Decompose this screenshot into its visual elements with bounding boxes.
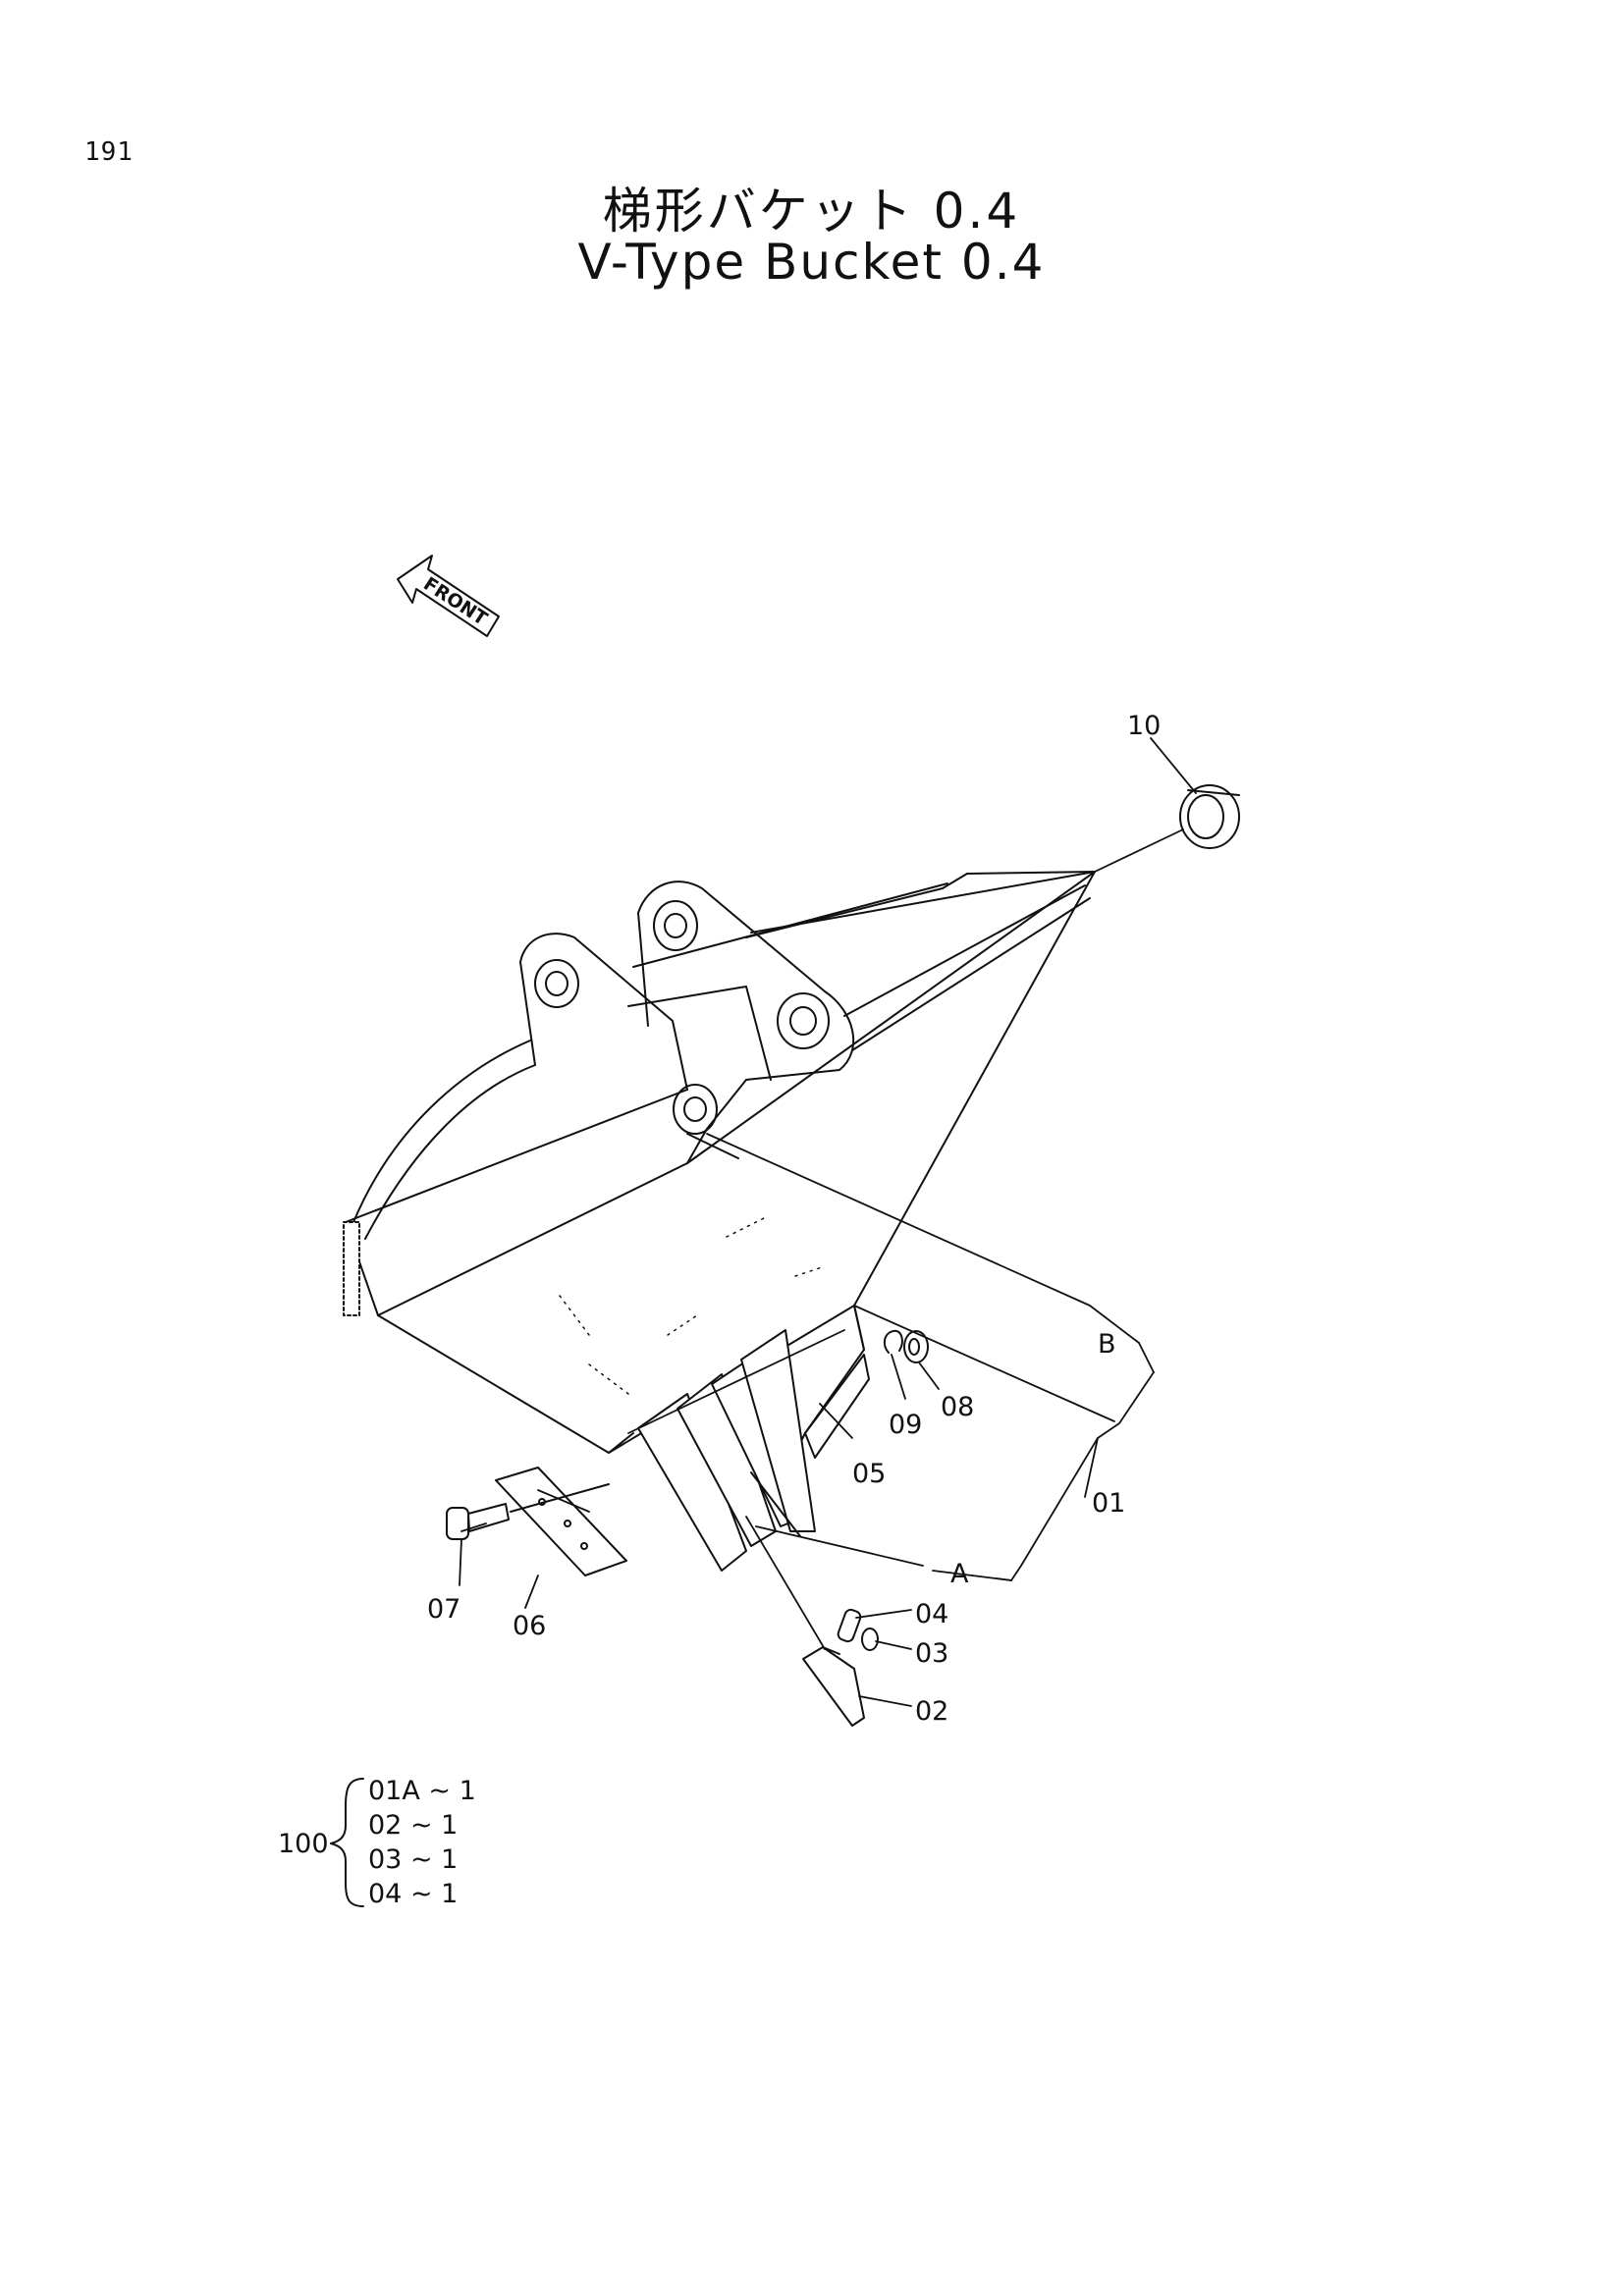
part-04-pin	[837, 1608, 862, 1643]
assembly-line-1: 01A ~ 1	[368, 1776, 476, 1806]
callout-03: 03	[915, 1638, 948, 1669]
assembly-line-4: 04 ~ 1	[368, 1879, 458, 1909]
part-10-bushing	[1179, 784, 1240, 849]
callout-01: 01	[1092, 1488, 1125, 1519]
assembly-line-3: 03 ~ 1	[368, 1844, 458, 1875]
page-number: 191	[84, 137, 134, 167]
part-02-tooth-point	[802, 1646, 865, 1727]
callout-09: 09	[889, 1410, 922, 1440]
part-07-bolt	[446, 1503, 510, 1540]
callout-08: 08	[941, 1392, 974, 1422]
callout-10: 10	[1127, 711, 1161, 741]
callout-07: 07	[427, 1594, 460, 1625]
page-title-japanese: 梯形バケット 0.4	[602, 183, 1021, 240]
callout-04: 04	[915, 1599, 948, 1629]
part-08-nut	[903, 1330, 929, 1363]
part-09-snap-ring	[883, 1329, 903, 1354]
bucket-body	[343, 871, 1096, 1473]
callout-02: 02	[915, 1696, 948, 1727]
callout-a: A	[950, 1559, 969, 1589]
bucket-bracket	[519, 881, 1091, 1164]
part-03-lock	[861, 1628, 879, 1651]
callout-b: B	[1098, 1329, 1116, 1360]
front-arrow-icon: FRONT	[397, 555, 500, 637]
callout-05: 05	[852, 1459, 886, 1489]
assembly-list: 100 01A ~ 1 02 ~ 1 03 ~ 1 04 ~ 1	[278, 1776, 476, 1909]
part-06-plate	[495, 1467, 627, 1576]
callout-06: 06	[513, 1611, 546, 1641]
part-05-side-cutter	[804, 1354, 870, 1459]
teeth-row	[637, 1329, 816, 1572]
callout-labels: 10 B 08 09 05 01 A 06 07 04 03 02	[427, 711, 1161, 1727]
leader-lines	[459, 737, 1197, 1707]
front-label: FRONT	[419, 573, 491, 630]
assembly-line-2: 02 ~ 1	[368, 1810, 458, 1841]
page-title-english: V-Type Bucket 0.4	[577, 234, 1046, 291]
assembly-id: 100	[278, 1829, 329, 1859]
assembly-brace	[330, 1778, 364, 1907]
